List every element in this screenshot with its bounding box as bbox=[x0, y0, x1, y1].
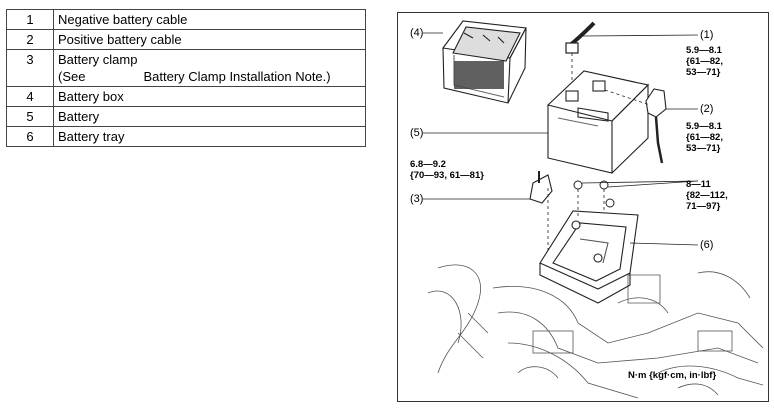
callout-4: (4) bbox=[410, 27, 424, 39]
part-number: 4 bbox=[6, 86, 54, 107]
callout-leaders bbox=[423, 32, 548, 134]
callout-5: (5) bbox=[410, 127, 424, 139]
callout-2: (2) bbox=[700, 103, 714, 115]
torque-battery-clamp: 6.8—9.2 {70—93, 61—81} bbox=[410, 159, 484, 181]
battery-drawing bbox=[546, 70, 650, 174]
part-number: 2 bbox=[6, 29, 54, 50]
battery-illustration bbox=[423, 20, 764, 399]
callout-1: (1) bbox=[700, 29, 714, 41]
part-name: Battery clamp bbox=[58, 52, 138, 67]
part-name: Battery tray bbox=[53, 126, 366, 147]
tray-bolts-drawing bbox=[573, 180, 699, 218]
battery-exploded-view: (4) (1) (2) (5) (3) (6) 5.9—8.1 {61—82, … bbox=[397, 12, 769, 402]
torque-negative-cable: 5.9—8.1 {61—82, 53—71} bbox=[686, 45, 723, 78]
table-row: 1 Negative battery cable bbox=[6, 9, 366, 30]
torque-units-note: N·m {kgf·cm, in·lbf} bbox=[628, 370, 717, 381]
parts-table: 1 Negative battery cable 2 Positive batt… bbox=[6, 9, 366, 147]
part-name-cell: Battery clamp (See Battery Clamp Installa… bbox=[53, 49, 366, 87]
table-row: 3 Battery clamp (See Battery Clamp Instal… bbox=[6, 49, 366, 87]
callout-6: (6) bbox=[700, 239, 714, 251]
negative-cable-drawing bbox=[565, 21, 699, 83]
engine-bay-drawing bbox=[427, 264, 764, 399]
positive-cable-drawing bbox=[604, 88, 698, 164]
table-row: 6 Battery tray bbox=[6, 126, 366, 147]
part-number: 1 bbox=[6, 9, 54, 30]
part-number: 5 bbox=[6, 106, 54, 127]
callout-3: (3) bbox=[410, 193, 424, 205]
torque-positive-cable: 5.9—8.1 {61—82, 53—71} bbox=[686, 121, 723, 154]
battery-tray-drawing bbox=[539, 210, 699, 304]
torque-battery-tray: 8—11 {82—112, 71—97} bbox=[686, 179, 728, 212]
part-note-link[interactable]: Battery Clamp Installation Note.) bbox=[143, 69, 331, 84]
battery-box-drawing bbox=[442, 20, 527, 104]
part-note-prefix: (See bbox=[58, 69, 86, 84]
table-row: 2 Positive battery cable bbox=[6, 29, 366, 50]
part-note: (See Battery Clamp Installation Note.) bbox=[58, 68, 361, 85]
part-name: Positive battery cable bbox=[53, 29, 366, 50]
table-row: 5 Battery bbox=[6, 106, 366, 127]
part-name: Battery box bbox=[53, 86, 366, 107]
part-number: 6 bbox=[6, 126, 54, 147]
part-number: 3 bbox=[6, 49, 54, 87]
part-name: Negative battery cable bbox=[53, 9, 366, 30]
part-name: Battery bbox=[53, 106, 366, 127]
table-row: 4 Battery box bbox=[6, 86, 366, 107]
battery-clamp-drawing bbox=[423, 171, 553, 253]
